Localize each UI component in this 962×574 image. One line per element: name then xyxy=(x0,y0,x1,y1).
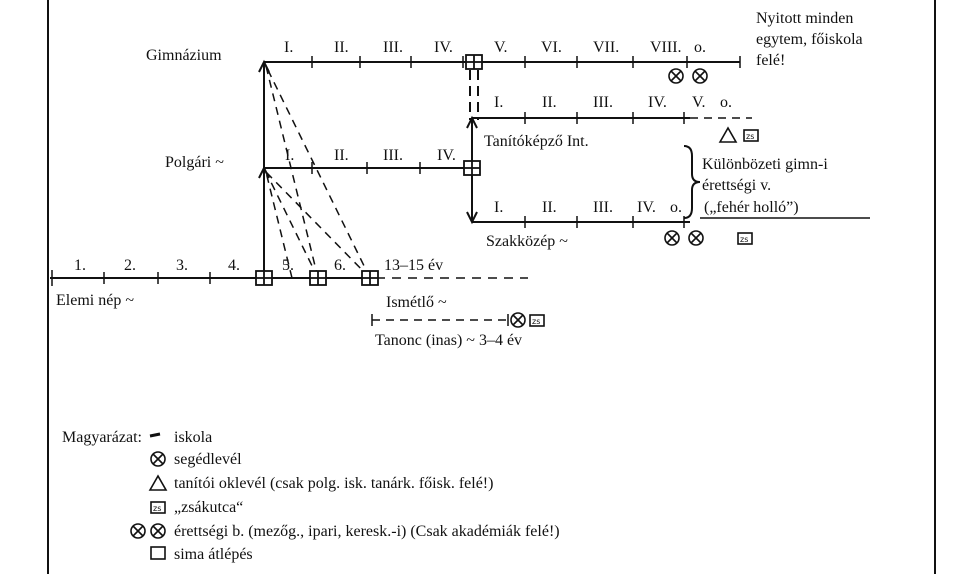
note-nyitott: Nyitott minden egytem, főiskola felé! xyxy=(756,10,863,69)
legend-symbols: zs xyxy=(130,432,168,560)
tanito-oklevel-symbols: zs xyxy=(718,126,759,143)
triangle-icon xyxy=(718,126,738,143)
dashed-transitions xyxy=(265,65,371,279)
circle-x-icon xyxy=(510,312,526,328)
tanito-grade: o. xyxy=(720,94,732,111)
feher-hollo-zs: zs xyxy=(737,232,753,245)
age-range: 13–15 év xyxy=(384,257,444,274)
szak-grade: III. xyxy=(593,199,613,216)
svg-text:zs: zs xyxy=(153,504,161,513)
szak-grade: II. xyxy=(542,199,557,216)
circle-x-icon xyxy=(668,68,684,84)
svg-text:zs: zs xyxy=(746,132,754,141)
gimn-erettsegi-symbols xyxy=(668,68,708,84)
legend-zs-box-icon: zs xyxy=(150,501,166,514)
legend-item-erettsegi: érettségi b. (mezőg., ipari, keresk.-i) … xyxy=(174,523,560,540)
gimn-grade: II. xyxy=(334,39,349,56)
szakkozep-erettsegi-symbols xyxy=(664,230,704,246)
elemi-grade: 4. xyxy=(228,257,240,274)
legend-item-sima-atlepes: sima átlépés xyxy=(174,546,253,563)
legend-circle-x-icon xyxy=(150,451,166,467)
legend-item-segedlevel: segédlevél xyxy=(174,451,242,468)
legend-square-icon xyxy=(150,546,166,560)
curly-brace xyxy=(683,145,701,219)
gimn-grade: VI. xyxy=(541,39,562,56)
elemi-ticks xyxy=(51,270,211,286)
legend-item-zsakutca: „zsákutca“ xyxy=(174,499,244,516)
square-gimn-4 xyxy=(465,54,483,70)
polgari-grade: I. xyxy=(285,147,295,164)
svg-text:zs: zs xyxy=(740,235,748,244)
circle-x-icon xyxy=(692,68,708,84)
gimn-grade: VIII. xyxy=(650,39,682,56)
school-elemi: Elemi nép ~ xyxy=(56,292,134,309)
square-elemi-4 xyxy=(255,270,273,286)
school-tanonc: Tanonc (inas) ~ 3–4 év xyxy=(375,332,523,349)
svg-text:zs: zs xyxy=(532,317,540,326)
zs-box-icon: zs xyxy=(743,129,759,142)
tanito-grade: II. xyxy=(542,94,557,111)
szak-grade: I. xyxy=(494,199,504,216)
szak-grade: IV. xyxy=(637,199,656,216)
legend-triangle-icon xyxy=(148,474,168,491)
polgari-grade: II. xyxy=(334,147,349,164)
legend-item-iskola: iskola xyxy=(174,429,213,446)
tanito-grade: IV. xyxy=(648,94,667,111)
gimn-grade: I. xyxy=(284,39,294,56)
gimnazium-ticks xyxy=(311,56,741,68)
arrowhead-tanito xyxy=(466,115,478,129)
circle-x-icon xyxy=(688,230,704,246)
square-elemi-6 xyxy=(361,270,379,286)
zs-box-icon: zs xyxy=(529,314,545,327)
note-kulonbozeti: Különbözeti gimn-i érettségi v. xyxy=(702,156,828,194)
tanito-grade: I. xyxy=(494,94,504,111)
polgari-ticks xyxy=(311,162,421,174)
school-ismetlo: Ismétlő ~ xyxy=(386,294,447,311)
legend-item-tanitoi-oklevel: tanítói oklevél (csak polg. isk. tanárk.… xyxy=(174,475,494,492)
tanonc-end-symbols: zs xyxy=(510,312,545,328)
szak-grade: o. xyxy=(670,199,682,216)
elemi-grade: 6. xyxy=(334,257,346,274)
gimn-grade: IV. xyxy=(434,39,453,56)
note-feher-hollo: („fehér holló”) xyxy=(704,199,799,216)
tanito-grade: III. xyxy=(593,94,613,111)
school-gimnazium: Gimnázium xyxy=(146,47,222,64)
tanito-grade: V. xyxy=(692,94,706,111)
polgari-grade: III. xyxy=(383,147,403,164)
school-polgari: Polgári ~ xyxy=(165,154,224,171)
gimn-grade: o. xyxy=(694,39,706,56)
gimn-grade: III. xyxy=(383,39,403,56)
elemi-grade: 5. xyxy=(282,257,294,274)
legend-double-circle-x-icon xyxy=(130,523,166,539)
gimn-grade: V. xyxy=(494,39,508,56)
transfer-squares xyxy=(255,54,483,286)
square-polgari-4 xyxy=(463,160,481,176)
legend-title: Magyarázat: xyxy=(62,429,142,446)
legend-tilde-icon xyxy=(149,432,161,438)
elemi-grade: 1. xyxy=(74,257,86,274)
elemi-grade: 2. xyxy=(124,257,136,274)
zs-box-icon: zs xyxy=(737,232,753,245)
elemi-grade: 3. xyxy=(176,257,188,274)
school-szakkozep: Szakközép ~ xyxy=(486,233,568,250)
square-elemi-5 xyxy=(309,270,327,286)
school-tanitokepzo: Tanítóképző Int. xyxy=(484,133,589,150)
polgari-grade: IV. xyxy=(437,147,456,164)
tanito-ticks xyxy=(524,112,685,124)
circle-x-icon xyxy=(664,230,680,246)
gimn-grade: VII. xyxy=(593,39,620,56)
